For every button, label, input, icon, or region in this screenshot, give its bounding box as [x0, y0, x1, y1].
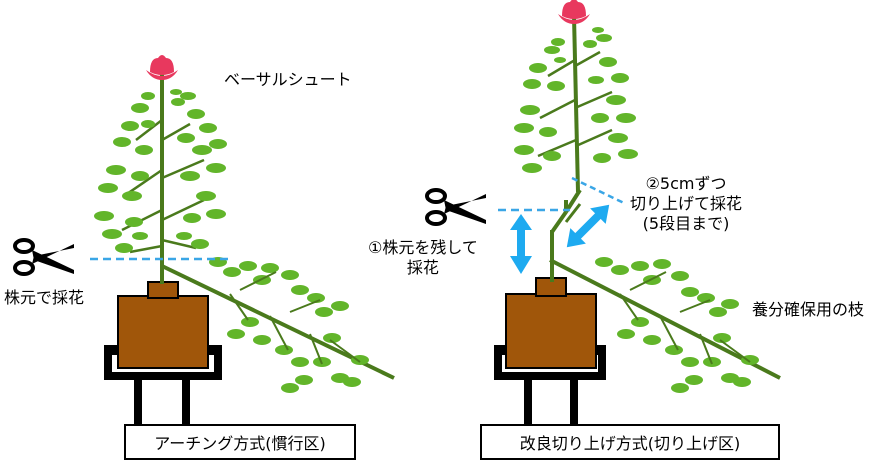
nutrient-branch-label: 養分確保用の枝 — [752, 300, 865, 319]
right-flower — [558, 0, 590, 24]
left-scissors-icon — [13, 238, 76, 276]
right-pot — [505, 277, 597, 369]
right-diagram-title: 改良切り上げ方式(切り上げ区) — [480, 424, 780, 460]
basal-shoot-label: ベーサルシュート — [224, 70, 352, 89]
right-step-label-line1: ②5cmずつ — [645, 174, 727, 193]
left-arched-branch — [161, 257, 395, 393]
right-nutrient-branch — [549, 257, 781, 393]
right-cut-label-line1: ①株元を残して — [368, 238, 478, 257]
right-diagonal-arrow — [566, 204, 610, 248]
right-step-label-line3: (5段目まで) — [642, 214, 730, 233]
right-step-label-line2: 切り上げて採花 — [630, 194, 743, 213]
right-step-label: ②5cmずつ 切り上げて採花 (5段目まで) — [630, 174, 742, 234]
left-basal-shoot — [94, 74, 227, 284]
right-vertical-arrow — [510, 214, 532, 274]
right-cut-label-line2: 採花 — [406, 258, 439, 277]
right-stepped-shoot — [514, 15, 638, 282]
left-diagram-title: アーチング方式(慣行区) — [124, 424, 356, 460]
right-cut-label: ①株元を残して 採花 — [368, 238, 478, 278]
left-pot — [117, 281, 209, 369]
left-cut-label: 株元で採花 — [4, 288, 85, 307]
right-scissors-icon — [425, 188, 488, 226]
left-flower — [146, 55, 178, 80]
